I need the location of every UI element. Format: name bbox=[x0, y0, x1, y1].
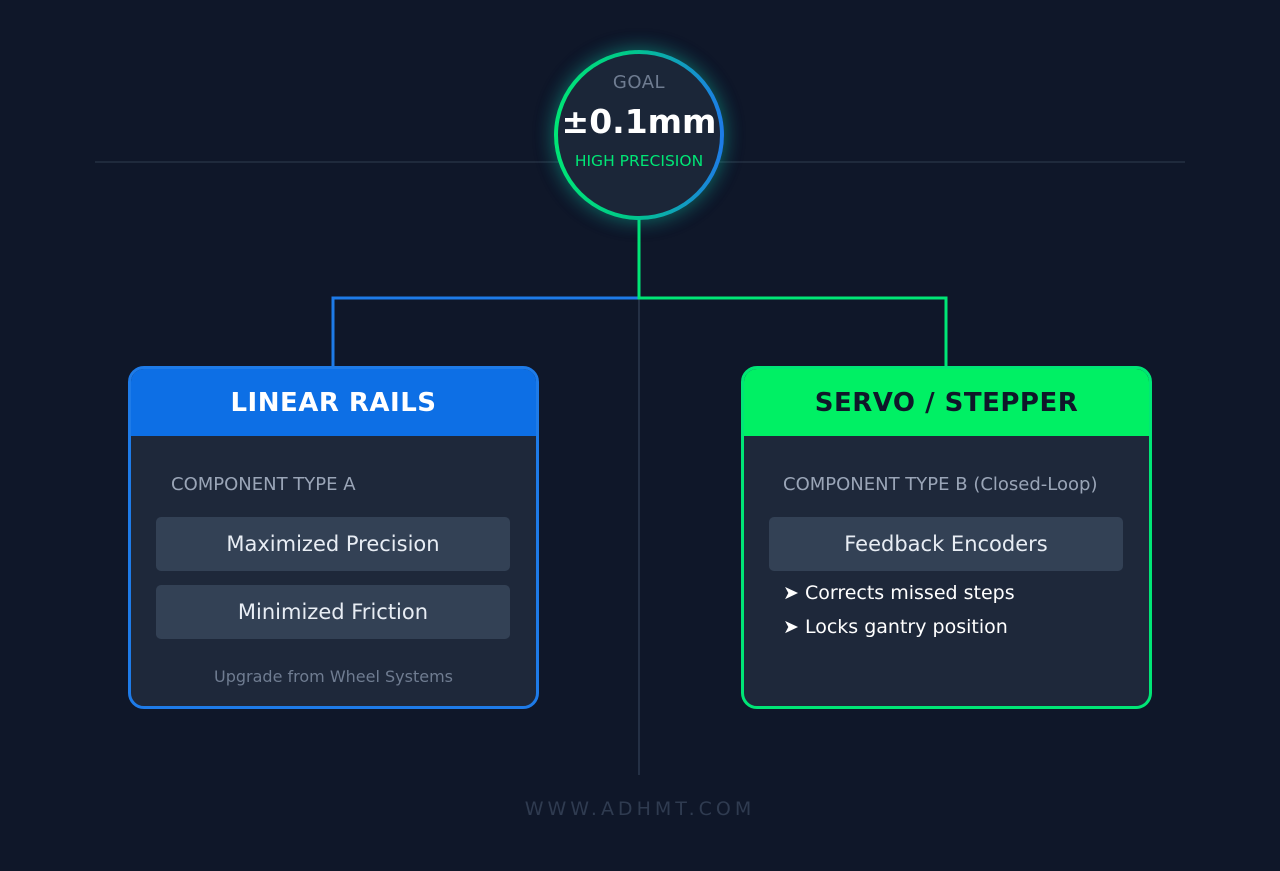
bullet-item-gantry-position: ➤ Locks gantry position bbox=[783, 616, 1008, 638]
goal-node-inner: GOAL ±0.1mm HIGH PRECISION bbox=[558, 54, 720, 216]
component-a-card: LINEAR RAILS COMPONENT TYPE A Maximized … bbox=[128, 366, 539, 709]
feature-pill-precision: Maximized Precision bbox=[156, 517, 510, 571]
connector-to-component-a bbox=[331, 296, 639, 368]
feature-pill-friction: Minimized Friction bbox=[156, 585, 510, 639]
feature-pill-encoders: Feedback Encoders bbox=[769, 517, 1123, 571]
goal-value: ±0.1mm bbox=[561, 102, 717, 141]
goal-label: GOAL bbox=[612, 72, 666, 93]
component-a-note: Upgrade from Wheel Systems bbox=[214, 667, 453, 686]
bullet-item-missed-steps: ➤ Corrects missed steps bbox=[783, 582, 1015, 604]
component-b-title: SERVO / STEPPER bbox=[744, 369, 1149, 436]
component-b-type-label: COMPONENT TYPE B (Closed-Loop) bbox=[783, 474, 1098, 495]
component-a-title: LINEAR RAILS bbox=[131, 369, 536, 436]
component-a-type-label: COMPONENT TYPE A bbox=[171, 474, 356, 495]
connector-to-component-b bbox=[637, 218, 948, 368]
component-b-card: SERVO / STEPPER COMPONENT TYPE B (Closed… bbox=[741, 366, 1152, 709]
footer-url: WWW.ADHMT.COM bbox=[524, 798, 756, 820]
goal-node: GOAL ±0.1mm HIGH PRECISION bbox=[554, 50, 724, 220]
goal-subtitle: HIGH PRECISION bbox=[574, 152, 704, 170]
